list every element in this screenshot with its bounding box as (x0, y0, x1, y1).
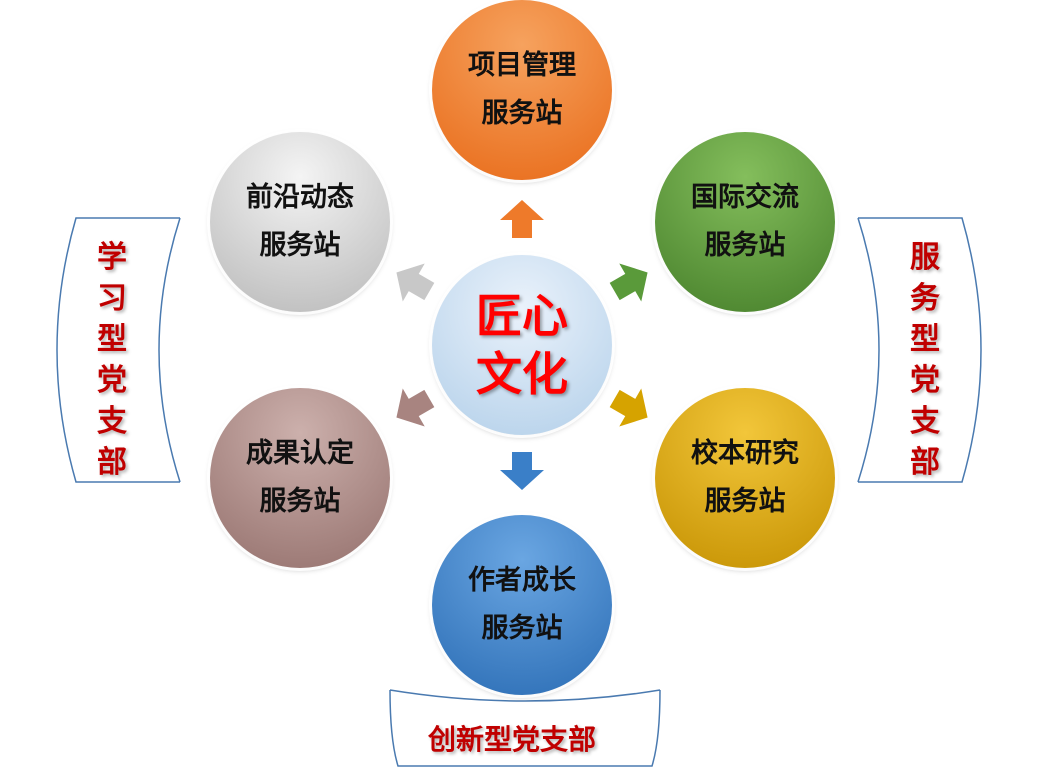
station-school-research[interactable]: 校本研究服务站 (655, 388, 835, 568)
branch-label-bottom: 创新型党支部 (428, 723, 597, 756)
station-subtitle: 服务站 (704, 486, 786, 517)
branch-label-left: 学习型党支部 (97, 240, 127, 480)
station-subtitle: 服务站 (704, 230, 786, 261)
station-title: 成果认定 (246, 438, 354, 469)
station-title: 国际交流 (691, 182, 799, 213)
arrow-icon (609, 263, 648, 302)
station-achievement-recognition[interactable]: 成果认定服务站 (210, 388, 390, 568)
left-bracket (56, 217, 181, 483)
station-author-growth[interactable]: 作者成长服务站 (432, 515, 612, 695)
station-project-management[interactable]: 项目管理服务站 (432, 0, 612, 180)
arrow-icon (500, 452, 544, 490)
center-line1: 匠心 (476, 289, 568, 343)
bottom-bracket (389, 689, 661, 767)
station-frontier-news[interactable]: 前沿动态服务站 (210, 132, 390, 312)
station-title: 校本研究 (691, 438, 799, 469)
station-subtitle: 服务站 (259, 230, 341, 261)
center-node: 匠心 文化 (432, 255, 612, 435)
right-bracket (857, 217, 982, 483)
arrow-icon (609, 388, 648, 427)
arrow-icon (396, 263, 435, 302)
station-subtitle: 服务站 (481, 98, 563, 129)
arrow-icon (500, 200, 544, 238)
station-title: 前沿动态 (246, 182, 354, 213)
station-international-exchange[interactable]: 国际交流服务站 (655, 132, 835, 312)
station-subtitle: 服务站 (481, 613, 563, 644)
station-title: 项目管理 (468, 50, 576, 81)
station-title: 作者成长 (468, 565, 576, 596)
station-subtitle: 服务站 (259, 486, 341, 517)
arrow-icon (396, 388, 435, 427)
center-line2: 文化 (476, 347, 568, 401)
branch-label-right: 服务型党支部 (910, 240, 940, 480)
